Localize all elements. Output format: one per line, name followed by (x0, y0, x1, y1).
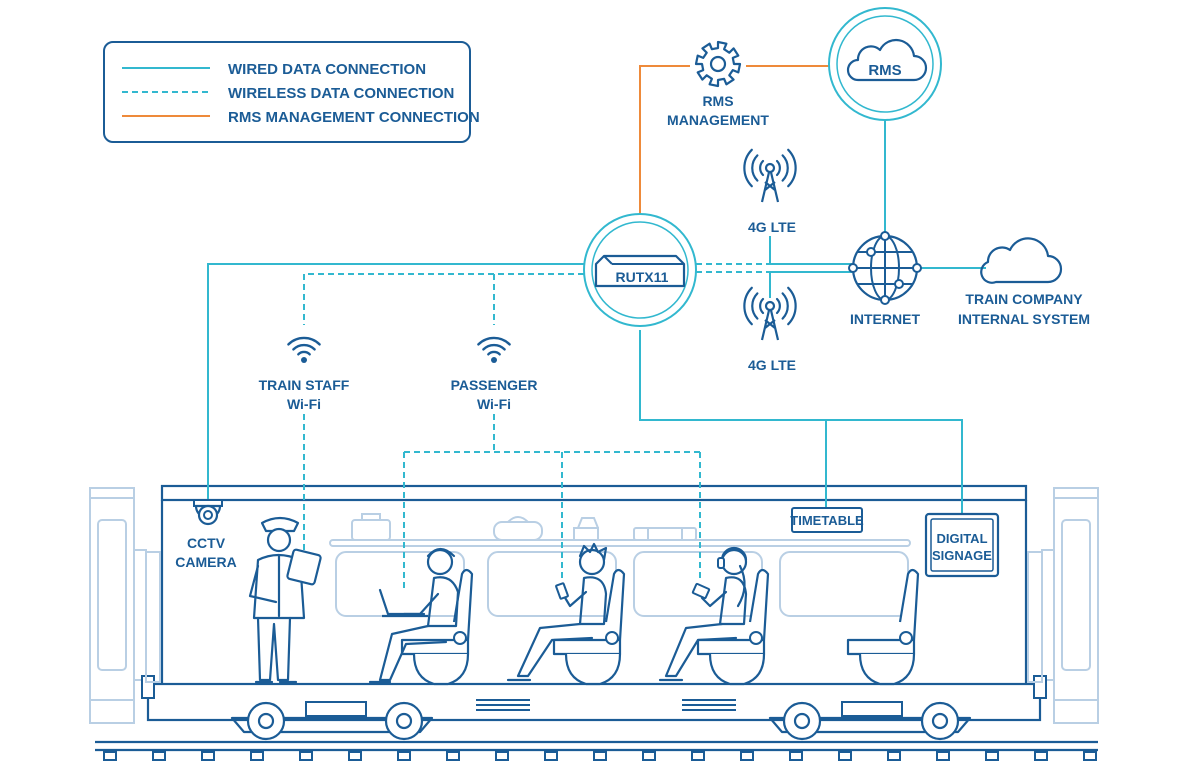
sleeper (544, 751, 558, 761)
wireless-router-staff-wifi (303, 273, 584, 325)
cctv-label-2: CAMERA (175, 554, 236, 570)
rms-line-router-gear (639, 65, 690, 216)
seat (846, 568, 920, 686)
legend-item-wired: WIRED DATA CONNECTION (228, 61, 426, 78)
train-staff-person (248, 516, 322, 684)
timetable-node: TIMETABLE (790, 507, 864, 533)
wired-router-cctv (207, 263, 584, 500)
train-car (141, 484, 1047, 741)
sleeper (152, 751, 166, 761)
sleeper (1083, 751, 1097, 761)
bogie-right (768, 701, 972, 741)
legend-item-rms: RMS MANAGEMENT CONNECTION (228, 109, 480, 126)
sleeper (838, 751, 852, 761)
seats (400, 568, 920, 686)
rms-management-label-1: RMS (702, 93, 733, 109)
lte-node-top: 4G LTE (743, 148, 797, 235)
train-company-label-1: TRAIN COMPANY (965, 291, 1083, 307)
passenger-wifi-node: PASSENGER Wi-Fi (451, 336, 538, 412)
legend: WIRED DATA CONNECTION WIRELESS DATA CONN… (103, 41, 480, 143)
sleeper (642, 751, 656, 761)
sleeper (201, 751, 215, 761)
passenger-phone-person (506, 542, 608, 682)
phone-icon (555, 582, 569, 600)
sleeper (789, 751, 803, 761)
lte-node-bottom: 4G LTE (743, 286, 797, 373)
seat (696, 568, 770, 686)
sleeper (936, 751, 950, 761)
passenger-tablet-person (658, 546, 748, 682)
cloud-icon (980, 237, 1063, 284)
cctv-node: CCTV CAMERA (175, 499, 237, 570)
sleeper (495, 751, 509, 761)
router-label: RUTX11 (616, 269, 669, 285)
wifi-icon (287, 336, 321, 363)
rms-management-label-2: MANAGEMENT (667, 112, 769, 128)
wired-lte-internet-top (769, 236, 852, 265)
train-company-label-2: INTERNAL SYSTEM (958, 311, 1090, 327)
wired-router-timetable (639, 330, 827, 508)
sleeper (691, 751, 705, 761)
connections (207, 65, 986, 592)
wifi-icon (477, 336, 511, 363)
sleeper (593, 751, 607, 761)
bogie-left (230, 701, 434, 741)
adjacent-car-right (1041, 487, 1099, 724)
staff-wifi-label-2: Wi-Fi (287, 396, 321, 412)
cell-tower-icon (743, 148, 797, 203)
rms-node: RMS (828, 7, 942, 121)
sleeper (446, 751, 460, 761)
passenger-laptop-person (368, 547, 460, 684)
laptop-icon (378, 588, 428, 618)
tablet-icon (286, 548, 322, 586)
sleeper (1034, 751, 1048, 761)
camera-icon (193, 499, 223, 526)
sleeper (299, 751, 313, 761)
lte-bottom-label: 4G LTE (748, 357, 796, 373)
passenger-wifi-label-1: PASSENGER (451, 377, 538, 393)
staff-wifi-label-1: TRAIN STAFF (259, 377, 350, 393)
digital-signage-node: DIGITAL SIGNAGE (924, 512, 1000, 578)
sleeper (985, 751, 999, 761)
tablet-icon (691, 582, 711, 600)
rms-label: RMS (868, 62, 901, 79)
wired-lte-internet-bottom (769, 271, 852, 298)
lte-top-label: 4G LTE (748, 219, 796, 235)
gear-icon (694, 40, 742, 88)
cloud-icon (846, 38, 928, 82)
rail-track (95, 740, 1098, 761)
cell-tower-icon (743, 286, 797, 341)
internet-label: INTERNET (850, 311, 920, 327)
router-node: RUTX11 (583, 213, 697, 327)
sleeper (887, 751, 901, 761)
luggage-items (351, 513, 697, 541)
rms-management-node: RMS MANAGEMENT (667, 40, 769, 128)
sleeper (250, 751, 264, 761)
passenger-wifi-label-2: Wi-Fi (477, 396, 511, 412)
legend-item-wireless: WIRELESS DATA CONNECTION (228, 85, 454, 102)
train-company-node: TRAIN COMPANY INTERNAL SYSTEM (958, 237, 1090, 327)
sleeper (348, 751, 362, 761)
internet-node: INTERNET (848, 231, 922, 327)
globe-icon (848, 231, 922, 305)
seat (552, 568, 626, 686)
headphones-icon (717, 557, 725, 569)
cctv-label-1: CCTV (187, 535, 226, 551)
digital-signage-label-1: DIGITAL (936, 531, 987, 546)
digital-signage-label-2: SIGNAGE (932, 548, 992, 563)
wired-router-signage (826, 419, 963, 514)
sleeper (397, 751, 411, 761)
timetable-label: TIMETABLE (790, 513, 864, 528)
sleeper (740, 751, 754, 761)
adjacent-car-left (89, 487, 147, 724)
staff-wifi-node: TRAIN STAFF Wi-Fi (259, 336, 350, 412)
router-icon (594, 254, 686, 288)
sleeper (103, 751, 117, 761)
